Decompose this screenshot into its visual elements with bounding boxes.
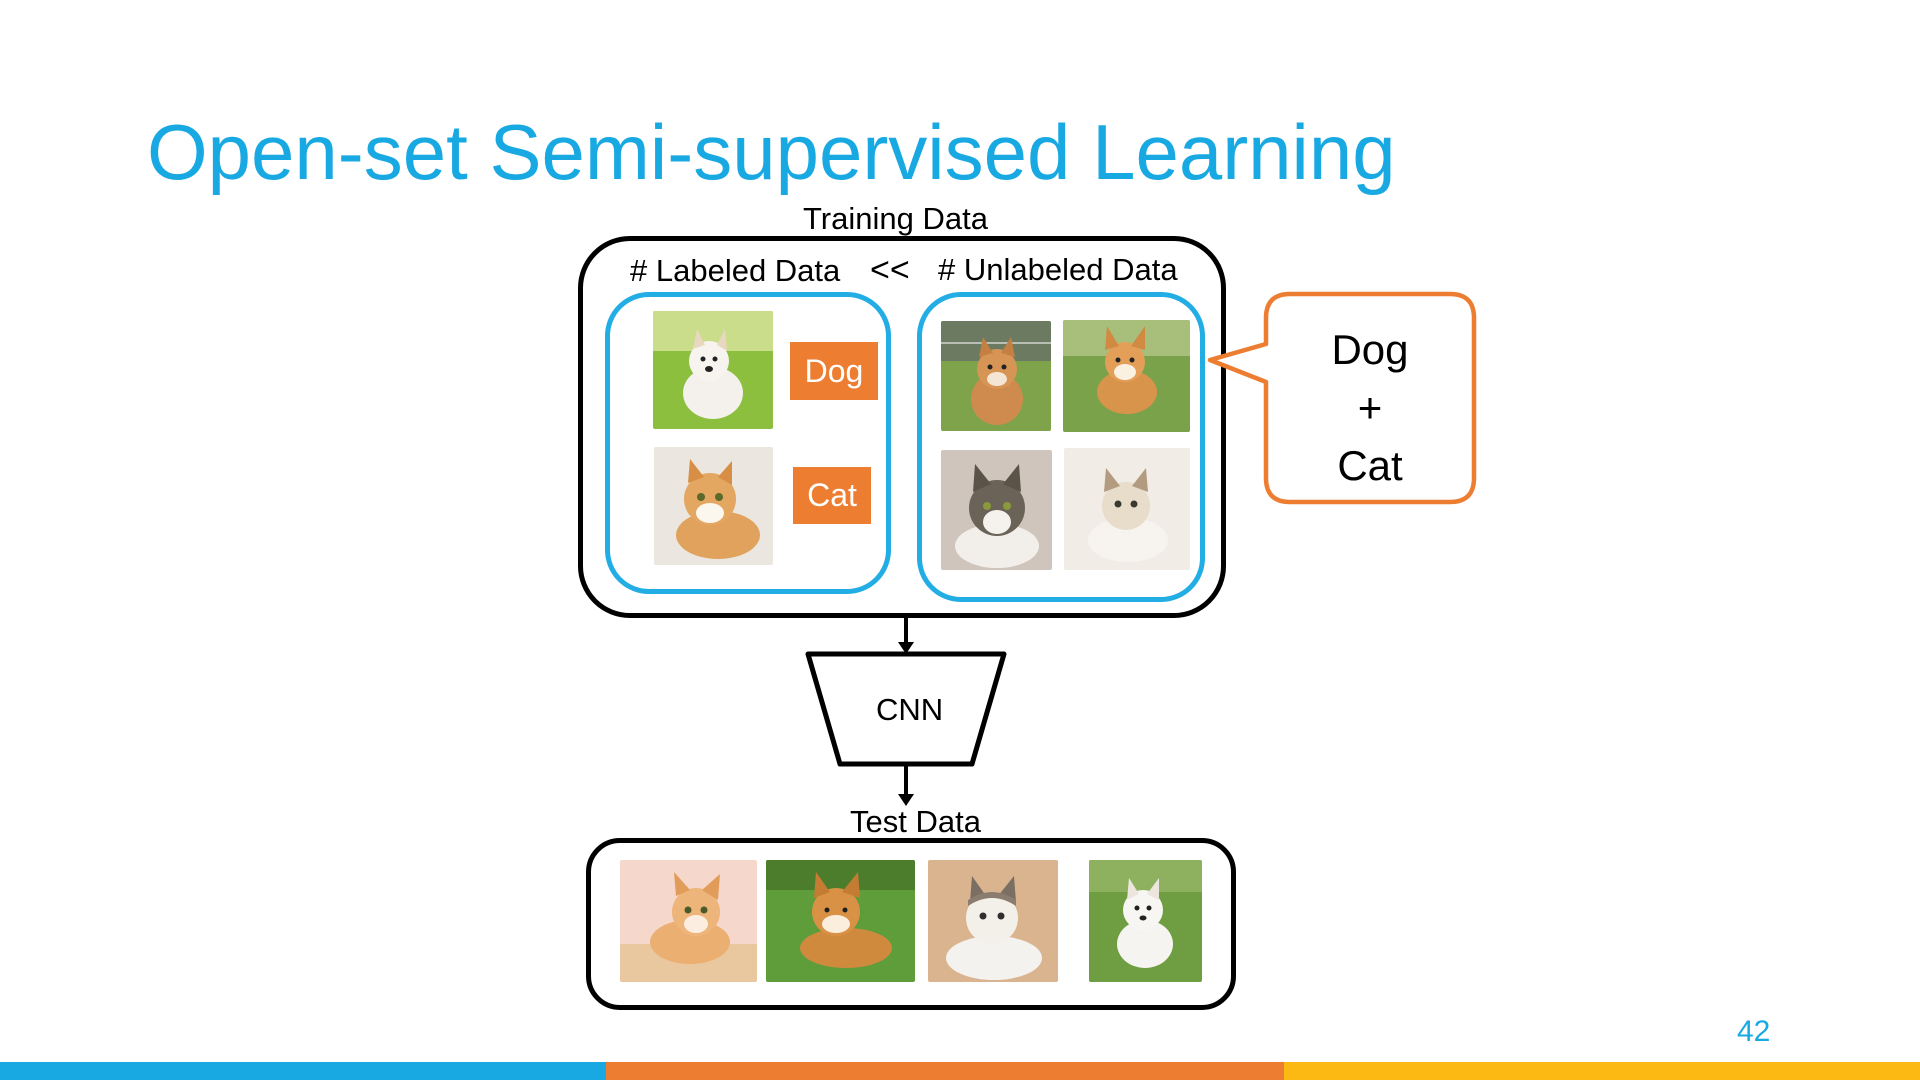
labeled-cat-photo: [654, 447, 773, 565]
flow-diagram: [805, 618, 1007, 806]
cnn-label: CNN: [876, 692, 944, 727]
callout-line-cat: Cat: [1337, 442, 1403, 489]
dog-tag: Dog: [790, 342, 878, 400]
callout-line-dog: Dog: [1331, 326, 1409, 373]
cat-photo-icon: [941, 450, 1052, 570]
unlabeled-dog-photo-2: [1063, 320, 1190, 432]
dog-photo-icon: [653, 311, 773, 429]
footer-bar-blue: [0, 1062, 606, 1080]
test-cat-photo-1: [620, 860, 757, 982]
labeled-dog-photo: [653, 311, 773, 429]
test-cat-photo-2: [928, 860, 1058, 982]
training-data-label: Training Data: [803, 201, 988, 236]
arrow-training-to-cnn: [898, 618, 914, 654]
cat-tag: Cat: [793, 467, 871, 524]
footer-bar-yellow: [1284, 1062, 1920, 1080]
labeled-data-box: [605, 292, 891, 594]
unlabeled-cat-photo-2: [1064, 448, 1190, 570]
test-data-label: Test Data: [850, 804, 981, 839]
dog-photo-icon: [766, 860, 915, 982]
callout-text: Dog + Cat: [1266, 321, 1474, 495]
callout-line-plus: +: [1357, 384, 1383, 431]
unlabeled-cat-photo-1: [941, 450, 1052, 570]
unlabeled-dog-photo-1: [941, 321, 1051, 431]
cat-photo-icon: [1064, 448, 1190, 570]
test-dog-photo-2: [1089, 860, 1202, 982]
slide-title: Open-set Semi-supervised Learning: [147, 108, 1396, 196]
cat-photo-icon: [620, 860, 757, 982]
labeled-data-header: # Labeled Data: [630, 253, 841, 288]
cnn-trapezoid: [805, 651, 1007, 767]
cat-photo-icon: [654, 447, 773, 565]
cat-photo-icon: [928, 860, 1058, 982]
dog-photo-icon: [941, 321, 1051, 431]
unlabeled-data-box: [917, 292, 1205, 602]
unlabeled-data-header: # Unlabeled Data: [938, 252, 1178, 287]
test-dog-photo-1: [766, 860, 915, 982]
less-than-comparator: <<: [870, 251, 910, 289]
arrow-cnn-to-test: [898, 764, 914, 806]
dog-photo-icon: [1063, 320, 1190, 432]
callout-bubble: [1207, 291, 1477, 505]
footer-bar-orange: [606, 1062, 1284, 1080]
dog-photo-icon: [1089, 860, 1202, 982]
page-number: 42: [1737, 1015, 1771, 1048]
